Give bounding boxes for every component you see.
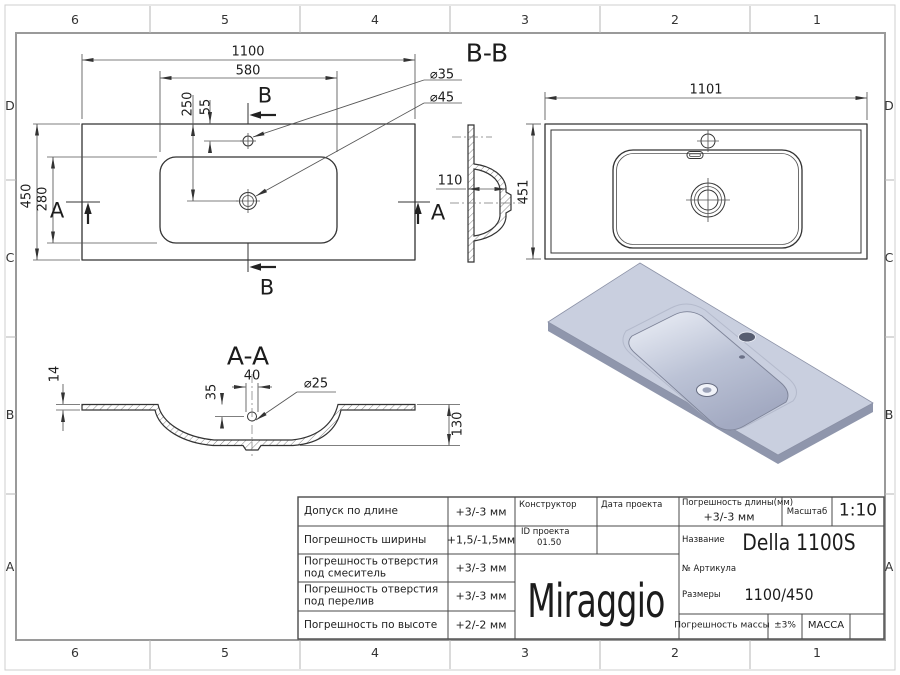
grid-col-label: 1 [813,11,821,27]
section-bb-profile [436,124,523,263]
mass-tolerance-label: Погрешность массы [674,620,770,631]
dim-profile-depth-110: 110 [437,173,463,189]
section-a-label-left: A [49,198,65,223]
grid-col-label: 4 [371,644,379,660]
scale-label: Масштаб [786,506,828,517]
dia-drain-hole-label: ⌀45 [429,90,455,106]
top-view-dimensions [33,54,462,261]
tolerance-value: +3/-3 мм [455,505,507,519]
section-b-label-bottom: B [259,275,275,300]
project-id-label: ID проекта [521,526,570,537]
tolerance-label: Погрешность отверстия под перелив [304,583,439,608]
sheet-frame [4,4,896,671]
name-label: Название [682,534,725,545]
size-value: 1100/450 [744,585,814,604]
tolerance-value: +3/-3 мм [455,561,507,575]
length-tolerance-label: Погрешность длины(мм) [682,497,794,508]
grid-row-label: C [884,249,894,265]
section-bb-view [526,92,868,260]
grid-row-label: A [5,558,15,574]
mass-tolerance-value: ±3% [774,620,796,631]
top-view-geometry [66,103,430,272]
dim-depth-450: 450 [19,183,35,209]
dim-hole-depth-35: 35 [204,383,220,401]
title-block-grid [297,496,885,640]
section-bb-title: B-B [465,38,509,68]
section-aa-view [56,374,460,456]
dim-bowl-depth-130: 130 [450,411,466,437]
tolerance-value: +1,5/-1,5мм [446,533,516,547]
section-aa-title: A-A [226,341,270,371]
tolerance-label: Погрешность отверстия под смеситель [304,555,439,580]
tolerance-label: Допуск по длине [304,504,398,517]
size-label: Размеры [682,589,721,600]
dim-basin-depth-280: 280 [35,186,51,212]
dia-faucet-hole-label: ⌀35 [429,67,455,83]
grid-col-label: 3 [521,644,529,660]
mass-label: МАССА [807,620,845,631]
grid-col-label: 5 [221,11,229,27]
grid-row-label: C [5,249,15,265]
tolerance-value: +3/-3 мм [455,589,507,603]
tolerance-value: +2/-2 мм [455,618,507,632]
dim-height-451: 451 [516,179,532,205]
grid-row-label: A [884,558,894,574]
dim-drain-offset-250: 250 [180,91,196,117]
grid-col-label: 6 [71,644,79,660]
grid-row-label: B [884,406,894,422]
tolerance-label: Погрешность по высоте [304,618,438,631]
render-3d [547,262,874,464]
article-label: № Артикула [682,563,737,574]
dim-thickness-14: 14 [47,365,63,383]
grid-row-label: D [884,97,894,113]
tolerance-label: Погрешность ширины [304,533,427,546]
product-name: Della 1100S [742,531,856,556]
grid-col-label: 5 [221,644,229,660]
grid-col-label: 2 [671,644,679,660]
length-tolerance-value: +3/-3 мм [703,510,755,524]
scale-value: 1:10 [838,500,878,521]
section-a-label-right: A [430,200,446,225]
grid-col-label: 6 [71,11,79,27]
brand-logo: Miraggio [527,574,665,628]
constructor-label: Конструктор [519,499,577,510]
grid-col-label: 1 [813,644,821,660]
grid-col-label: 3 [521,11,529,27]
dim-faucet-offset-55: 55 [198,98,214,116]
project-date-label: Дата проекта [601,499,663,510]
section-b-label-top: B [257,83,273,108]
dim-width-1101: 1101 [689,82,723,98]
dim-hole-width-40: 40 [243,368,261,384]
grid-col-label: 2 [671,11,679,27]
grid-row-label: D [5,97,15,113]
grid-col-label: 4 [371,11,379,27]
project-id-value: 01.50 [537,537,562,548]
grid-row-label: B [5,406,15,422]
dia-overflow-hole-label: ⌀25 [303,376,329,392]
dim-width-1100: 1100 [231,44,265,60]
dim-basin-width-580: 580 [235,63,261,79]
